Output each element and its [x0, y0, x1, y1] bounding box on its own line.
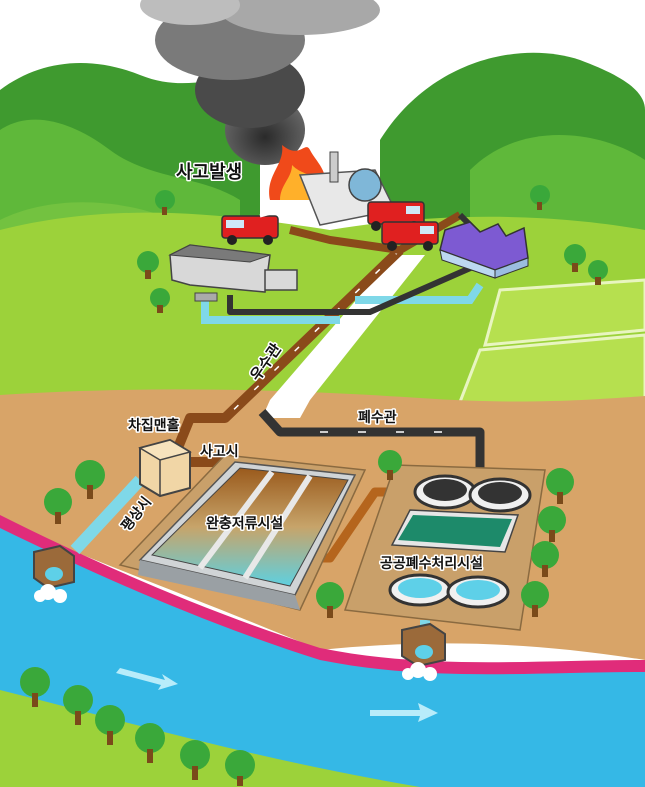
river-near-bank [0, 690, 420, 787]
fire-truck-icon [367, 201, 439, 251]
factory-right-icon [439, 221, 529, 279]
river [0, 528, 645, 787]
buffer-storage-facility [118, 454, 367, 611]
factory-icon [168, 244, 298, 302]
outfall-icon [33, 544, 75, 603]
blocking-manhole-icon [138, 438, 192, 498]
label-public-treatment: 공공폐수처리시설 [380, 556, 483, 572]
public-treatment-facility [343, 464, 546, 631]
label-wastewater-pipe: 폐수관 [358, 409, 397, 426]
flow-arrow-icon [116, 668, 438, 722]
label-accident: 사고발생 [176, 162, 242, 183]
label-blocking-manhole: 차집맨홀 [128, 417, 180, 434]
fire-truck-icon [221, 203, 301, 245]
tree-icon [20, 185, 608, 786]
treatment-outfall-icon [401, 622, 446, 681]
stormwater-pipe [170, 246, 404, 457]
clean-pipe-left [201, 300, 340, 324]
label-during-accident: 사고시 [200, 444, 239, 460]
normal-discharge-pipe [70, 475, 145, 555]
wastewater-pipe [258, 408, 485, 470]
road [270, 255, 425, 400]
label-buffer-storage: 완충저류시설 [206, 516, 283, 532]
